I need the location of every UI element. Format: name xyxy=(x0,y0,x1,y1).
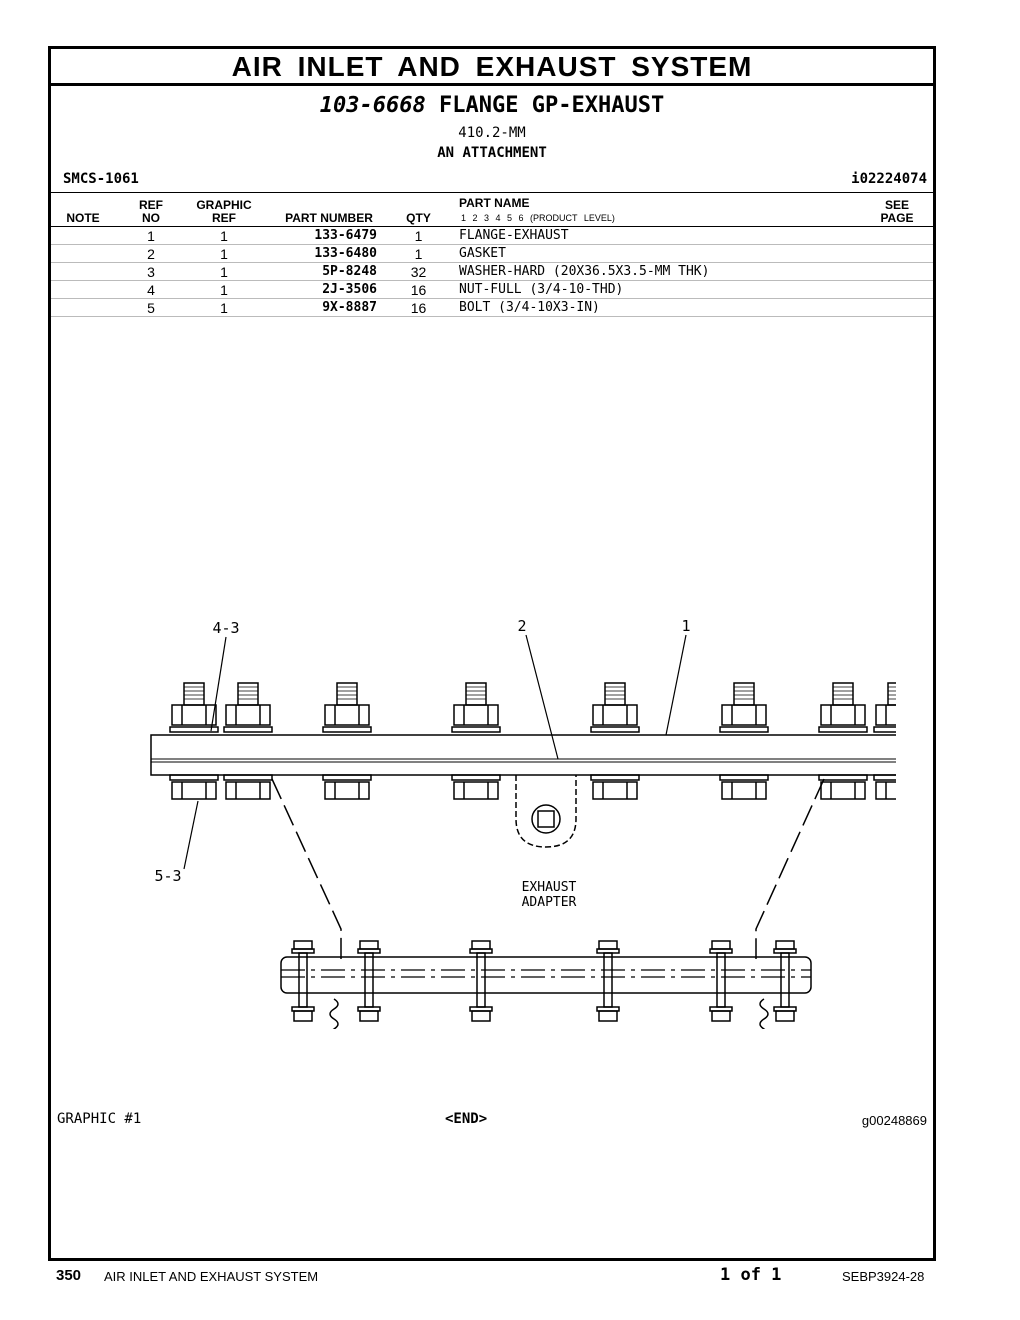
footer-doc-id: SEBP3924-28 xyxy=(842,1269,925,1284)
row-3-name: WASHER-HARD (20X36.5X3.5-MM THK) xyxy=(459,264,710,279)
page-frame: AIR INLET AND EXHAUST SYSTEM 103-6668 FL… xyxy=(48,46,936,1261)
page-title: AIR INLET AND EXHAUST SYSTEM xyxy=(51,49,933,86)
col-qty: QTY xyxy=(406,211,431,225)
adapter-label-1: EXHAUST xyxy=(522,880,577,895)
row-3-qty: 32 xyxy=(410,264,427,280)
row-1-name: FLANGE-EXHAUST xyxy=(459,228,569,243)
row-1-ref: 1 xyxy=(147,228,155,244)
row-5-ref: 5 xyxy=(147,300,155,316)
col-see-2: PAGE xyxy=(880,211,914,225)
row-4-part-number[interactable]: 2J-3506 xyxy=(322,282,377,297)
col-graphic-ref-2: REF xyxy=(212,211,236,225)
row-1-qty: 1 xyxy=(414,228,423,244)
row-3-part-number[interactable]: 5P-8248 xyxy=(322,264,377,279)
col-note: NOTE xyxy=(66,211,100,225)
info-id: i02224074 xyxy=(851,171,927,187)
col-product-levels: 1 2 3 4 5 6 (PRODUCT LEVEL) xyxy=(461,213,615,223)
col-ref-1: REF xyxy=(139,198,163,212)
footer-section: AIR INLET AND EXHAUST SYSTEM xyxy=(104,1269,319,1284)
row-5-graphic-ref: 1 xyxy=(220,300,228,316)
row-4-graphic-ref: 1 xyxy=(220,282,228,298)
exploded-view-drawing: 4-3 2 1 5-3 EXHAUST ADAPTER xyxy=(150,617,896,1029)
row-5-name: BOLT (3/4-10X3-IN) xyxy=(459,300,600,315)
col-see-1: SEE xyxy=(884,198,909,212)
row-3-graphic-ref: 1 xyxy=(220,264,228,280)
row-4-qty: 16 xyxy=(410,282,427,298)
row-divider xyxy=(51,262,933,263)
callout-1: 1 xyxy=(681,617,690,635)
row-5-part-number[interactable]: 9X-8887 xyxy=(322,300,377,315)
row-2-qty: 1 xyxy=(414,246,423,262)
col-part-number: PART NUMBER xyxy=(285,211,373,225)
row-2-graphic-ref: 1 xyxy=(220,246,228,262)
group-heading: 103-6668 FLANGE GP-EXHAUST xyxy=(51,93,933,118)
row-4-name: NUT-FULL (3/4-10-THD) xyxy=(459,282,624,297)
group-name: FLANGE GP-EXHAUST xyxy=(439,93,665,118)
col-part-name: PART NAME xyxy=(459,196,530,210)
header-rule-top xyxy=(51,192,933,193)
graphic-label: GRAPHIC #1 xyxy=(57,1111,142,1127)
row-5-qty: 16 xyxy=(410,300,427,316)
smcs-code: SMCS-1061 xyxy=(63,171,139,187)
graphic-id: g00248869 xyxy=(861,1113,927,1128)
callout-5-3: 5-3 xyxy=(154,867,181,885)
row-divider xyxy=(51,316,933,317)
row-divider xyxy=(51,244,933,245)
header-rule-bottom xyxy=(51,226,933,227)
footer-page-count: 1 of 1 xyxy=(720,1265,782,1285)
flange-plate xyxy=(150,734,896,776)
callout-4-3: 4-3 xyxy=(212,619,239,637)
adapter-label-2: ADAPTER xyxy=(522,895,577,910)
row-2-part-number[interactable]: 133-6480 xyxy=(314,246,377,261)
row-4-ref: 4 xyxy=(147,282,155,298)
group-part-number: 103-6668 xyxy=(319,93,426,118)
row-3-ref: 3 xyxy=(147,264,155,280)
adapter-flange xyxy=(280,956,812,994)
callout-2: 2 xyxy=(517,617,526,635)
group-size: 410.2-MM xyxy=(458,125,526,141)
row-2-ref: 2 xyxy=(147,246,155,262)
row-divider xyxy=(51,280,933,281)
row-divider xyxy=(51,298,933,299)
footer-page-number: 350 xyxy=(56,1267,82,1284)
row-1-graphic-ref: 1 xyxy=(220,228,228,244)
row-1-part-number[interactable]: 133-6479 xyxy=(314,228,377,243)
group-type: AN ATTACHMENT xyxy=(437,145,547,161)
col-ref-2: NO xyxy=(142,211,160,225)
row-2-name: GASKET xyxy=(459,246,506,261)
col-graphic-ref-1: GRAPHIC xyxy=(196,198,252,212)
end-label: <END> xyxy=(445,1111,488,1127)
